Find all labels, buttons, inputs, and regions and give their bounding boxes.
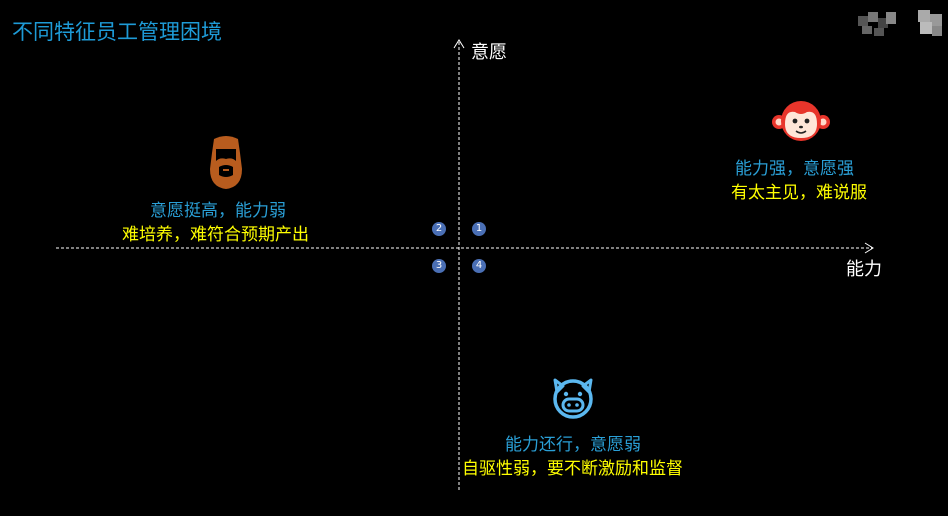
quadrant-4-description: 自驱性弱，要不断激励和监督 xyxy=(462,459,683,479)
quadrant-2-title: 意愿挺高，能力弱 xyxy=(150,201,286,221)
quadrant-4-title: 能力还行，意愿弱 xyxy=(505,435,641,455)
pig-face-icon xyxy=(553,378,593,419)
beard-face-icon xyxy=(210,136,242,189)
quadrant-badge-1: 1 xyxy=(472,222,486,236)
quadrant-badge-2: 2 xyxy=(432,222,446,236)
monkey-face-icon xyxy=(772,101,830,141)
quadrant-1-description: 有太主见，难说服 xyxy=(731,183,867,203)
x-axis-arrow xyxy=(864,242,874,254)
y-axis-arrow xyxy=(453,39,465,49)
slide-title: 不同特征员工管理困境 xyxy=(12,20,222,44)
quadrant-badge-4: 4 xyxy=(472,259,486,273)
x-axis-label: 能力 xyxy=(846,259,882,280)
blurred-logo xyxy=(858,10,942,36)
quadrant-2-description: 难培养，难符合预期产出 xyxy=(122,225,309,245)
quadrant-badge-3: 3 xyxy=(432,259,446,273)
quadrant-1-title: 能力强，意愿强 xyxy=(735,159,854,179)
y-axis-label: 意愿 xyxy=(471,42,507,63)
